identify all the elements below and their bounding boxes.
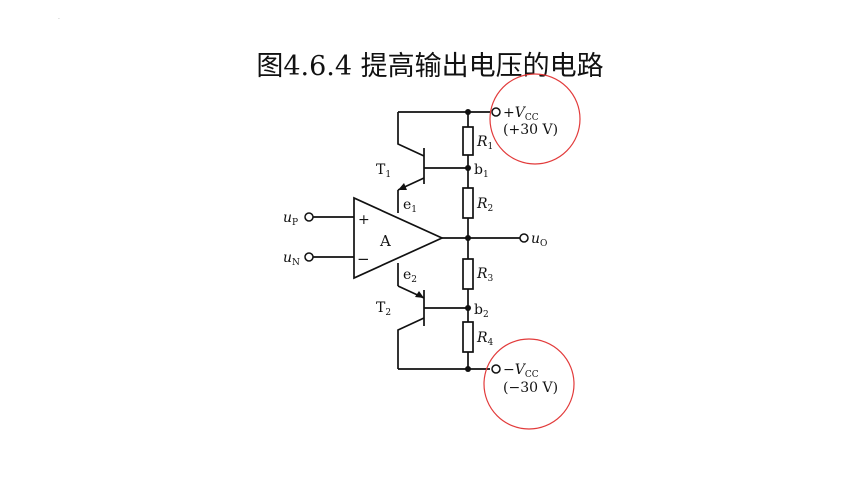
junction-output [465, 235, 471, 241]
junction-top [465, 109, 471, 115]
resistor-r2 [462, 187, 474, 219]
opamp-triangle [353, 196, 445, 280]
t1-label: T1 [376, 162, 391, 180]
input-p-label: uP [283, 210, 298, 228]
e2-label: e2 [403, 267, 417, 285]
vcc-neg-value: (−30 V) [503, 380, 558, 396]
resistor-r4 [462, 321, 474, 353]
input-n-label: uN [283, 250, 300, 268]
t2-label: T2 [376, 300, 391, 318]
junction-bottom [465, 366, 471, 372]
junction-b1 [465, 165, 471, 171]
output-terminal [519, 233, 529, 243]
vcc-pos-terminal [491, 107, 501, 117]
input-wires [313, 216, 354, 258]
vcc-pos-value: (+30 V) [503, 122, 558, 138]
e1-label: e1 [403, 197, 417, 215]
opamp-minus-sign: − [357, 250, 370, 268]
opamp-plus-sign: + [358, 212, 370, 228]
opamp-label: A [379, 232, 391, 250]
r2-label: R2 [476, 196, 493, 214]
vcc-neg-label: −VCC [503, 362, 539, 380]
input-p-terminal [304, 212, 314, 222]
resistor-r1 [462, 126, 474, 156]
resistor-r3 [462, 258, 474, 290]
slide-title: 图4.6.4 提高输出电压的电路 [256, 51, 604, 82]
vcc-pos-label: +VCC [503, 105, 539, 123]
b1-label: b1 [474, 162, 489, 180]
r3-label: R3 [476, 266, 494, 284]
input-n-terminal [304, 252, 314, 262]
vcc-neg-terminal [491, 364, 501, 374]
r4-label: R4 [476, 330, 494, 348]
t2-emitter-arrow [415, 291, 424, 298]
highlight-circle-vcc-neg [483, 338, 575, 430]
corner-dot: . [58, 14, 60, 21]
t1-collector-wire [397, 112, 425, 157]
t1-emitter-arrow [398, 183, 407, 190]
output-label: uO [531, 231, 547, 249]
highlight-circle-vcc-pos [489, 73, 581, 165]
junction-b2 [465, 305, 471, 311]
b2-label: b2 [474, 302, 489, 320]
t2-collector-wire [397, 317, 425, 369]
r1-label: R1 [476, 134, 493, 152]
